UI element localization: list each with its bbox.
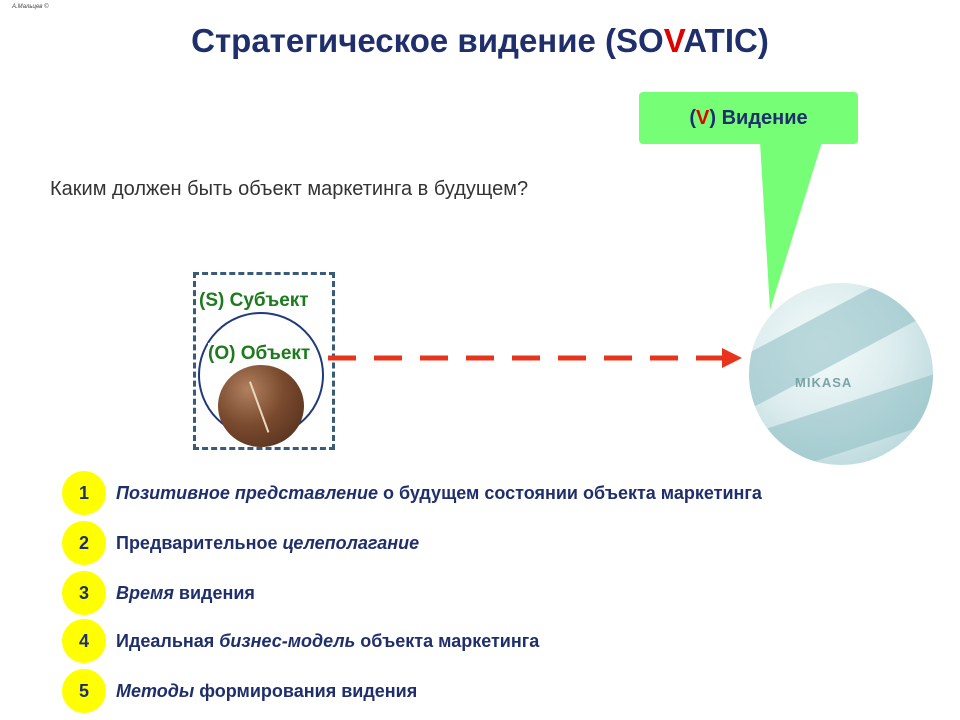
title-part-3: ATIC) [683, 22, 769, 59]
title-part-1: Стратегическое ви [191, 22, 498, 59]
list-item: 2 Предварительное целеполагание [62, 520, 922, 566]
list-item-text: Предварительное целеполагание [116, 532, 420, 553]
author-credit: А.Мальцев © [12, 4, 49, 10]
subject-label: (S) Субъект [199, 290, 309, 311]
slide-title: Стратегическое видение (SOVATIC) [0, 22, 960, 60]
number-badge: 3 [62, 571, 106, 615]
callout-text: ) Видение [709, 106, 808, 129]
number-badge: 5 [62, 669, 106, 713]
list-item: 5 Методы формирования видения [62, 668, 922, 714]
volleyball-image: MIKASA [749, 283, 933, 465]
ball-brand-logo: MIKASA [795, 375, 853, 390]
number-badge: 4 [62, 619, 106, 663]
vision-callout: (V) Видение [639, 92, 858, 144]
list-item-text: Идеальная бизнес-модель объекта маркетин… [116, 630, 540, 651]
subject-dashed-frame [193, 272, 335, 450]
list-item: 1 Позитивное представление о будущем сос… [62, 470, 922, 516]
object-label: (O) Объект [208, 343, 311, 365]
title-letter-v: V [663, 22, 684, 59]
list-item: 3 Время видения [62, 570, 922, 616]
list-item: 4 Идеальная бизнес-модель объекта маркет… [62, 618, 922, 664]
number-badge: 2 [62, 521, 106, 565]
callout-open: ( [689, 106, 697, 129]
number-badge: 1 [62, 471, 106, 515]
callout-letter-v: V [696, 106, 710, 129]
list-item-text: Позитивное представление о будущем состо… [116, 482, 762, 503]
list-item-text: Время видения [116, 582, 255, 603]
list-item-text: Методы формирования видения [116, 680, 418, 701]
old-leather-ball-image [218, 365, 304, 447]
question-text: Каким должен быть объект маркетинга в бу… [50, 178, 529, 200]
title-part-2: дение (SO [498, 22, 664, 59]
